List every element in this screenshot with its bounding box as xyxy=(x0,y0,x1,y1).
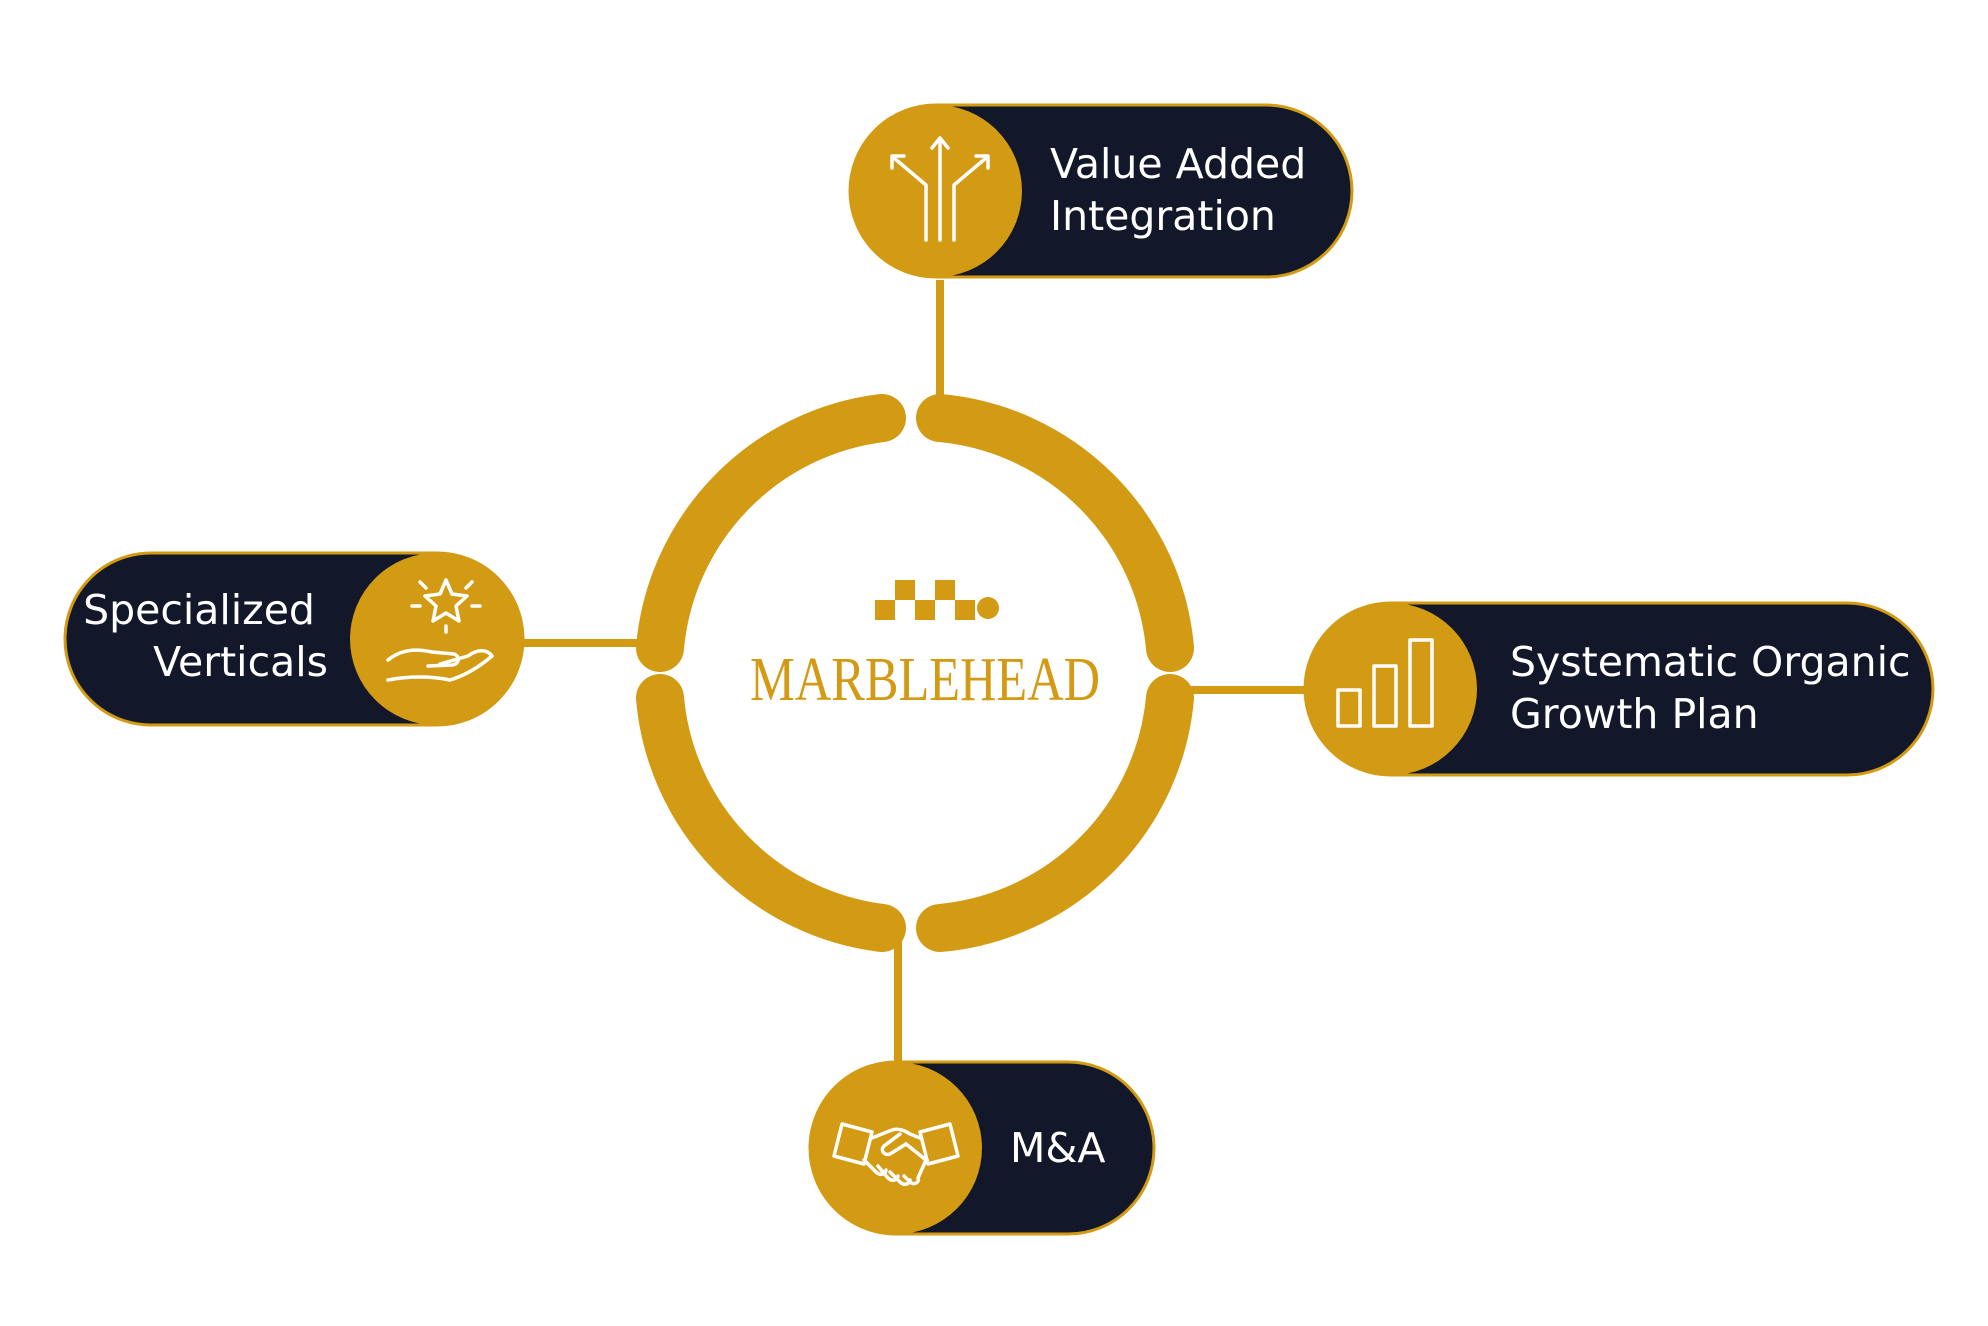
svg-text:Specialized Verticals: Specialized Verticals xyxy=(83,586,328,686)
node-value-added-integration: Value Added Integration xyxy=(848,103,1354,279)
ring-segment-right-bottom xyxy=(916,674,1194,952)
icon-badge xyxy=(850,105,1022,277)
node-title-line-1: Value Added xyxy=(1050,140,1306,188)
node-title-line-1: Specialized xyxy=(83,586,315,634)
hub-ring xyxy=(636,394,1194,952)
arrows-diverging-icon xyxy=(890,136,990,242)
svg-text:Systematic Organic Growt: Systematic Organic Growth Plan xyxy=(1510,638,1924,738)
node-m-and-a: M&A xyxy=(808,1060,1156,1236)
handshake-icon xyxy=(832,1122,960,1186)
ring-segment-bottom-left xyxy=(636,674,906,952)
node-title-line-2: Integration xyxy=(1050,192,1276,240)
node-title-line-1: M&A xyxy=(1010,1124,1105,1172)
brand-logo: MARBLEHEAD xyxy=(750,580,1100,714)
ring-segment-left-top xyxy=(636,394,906,672)
brand-name: MARBLEHEAD xyxy=(750,646,1100,714)
checker-mark-icon xyxy=(875,580,999,620)
icon-badge xyxy=(810,1062,982,1234)
node-systematic-organic-growth: Systematic Organic Growth Plan xyxy=(1303,601,1935,777)
icon-badge xyxy=(350,553,522,725)
node-title-line-2: Verticals xyxy=(153,638,328,686)
svg-text:Value Added Integration: Value Added Integration xyxy=(1050,140,1319,240)
node-title-line-2: Growth Plan xyxy=(1510,690,1759,738)
node-specialized-verticals: Specialized Verticals xyxy=(63,551,525,727)
hand-star-icon xyxy=(386,578,494,682)
connectors xyxy=(520,280,1320,1070)
ring-segment-top-right xyxy=(916,394,1194,672)
bar-chart-icon xyxy=(1336,638,1434,728)
icon-badge xyxy=(1305,603,1477,775)
node-title-line-1: Systematic Organic xyxy=(1510,638,1911,686)
